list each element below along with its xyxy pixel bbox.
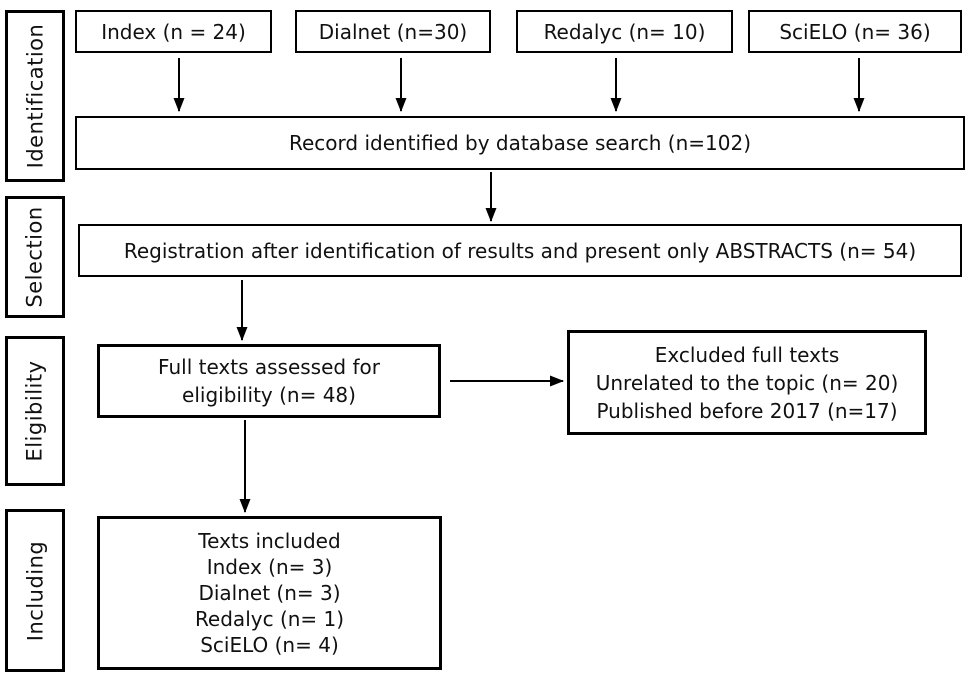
stage-label-selection: Selection — [23, 206, 47, 308]
excluded-fulltext-box: Excluded full texts Unrelated to the top… — [567, 330, 927, 435]
fulltext-line-1: Full texts assessed for — [158, 355, 380, 379]
included-line-4: Redalyc (n= 1) — [194, 607, 345, 631]
fulltext-assessed-box: Full texts assessed for eligibility (n= … — [97, 344, 441, 418]
source-box-index: Index (n = 24) — [75, 10, 272, 53]
registration-abstracts-text: Registration after identification of res… — [123, 238, 917, 263]
excluded-line-3: Published before 2017 (n=17) — [596, 398, 898, 423]
stage-box-identification: Identification — [5, 10, 65, 182]
source-box-redalyc: Redalyc (n= 10) — [516, 10, 733, 53]
source-label-redalyc: Redalyc (n= 10) — [543, 19, 706, 44]
fulltext-line-2: eligibility (n= 48) — [182, 383, 356, 407]
included-line-5: SciELO (n= 4) — [200, 633, 339, 657]
records-identified-box: Record identified by database search (n=… — [75, 116, 965, 170]
source-box-scielo: SciELO (n= 36) — [748, 10, 962, 53]
included-line-1: Texts included — [198, 529, 341, 553]
excluded-line-1: Excluded full texts — [654, 342, 840, 367]
stage-box-selection: Selection — [5, 196, 65, 318]
records-identified-text: Record identified by database search (n=… — [288, 131, 752, 155]
source-label-scielo: SciELO (n= 36) — [779, 19, 931, 44]
included-line-3: Dialnet (n= 3) — [198, 581, 341, 605]
stage-box-including: Including — [5, 509, 65, 672]
source-box-dialnet: Dialnet (n=30) — [295, 10, 491, 53]
stage-label-identification: Identification — [23, 23, 48, 169]
excluded-line-2: Unrelated to the topic (n= 20) — [595, 370, 899, 395]
source-label-dialnet: Dialnet (n=30) — [318, 19, 468, 44]
texts-included-box: Texts included Index (n= 3) Dialnet (n= … — [97, 516, 442, 670]
stage-label-including: Including — [23, 540, 47, 641]
stage-box-eligibility: Eligibility — [5, 336, 65, 486]
stage-label-eligibility: Eligibility — [23, 360, 48, 462]
registration-abstracts-box: Registration after identification of res… — [78, 224, 962, 277]
included-line-2: Index (n= 3) — [206, 555, 333, 579]
source-label-index: Index (n = 24) — [101, 19, 246, 44]
